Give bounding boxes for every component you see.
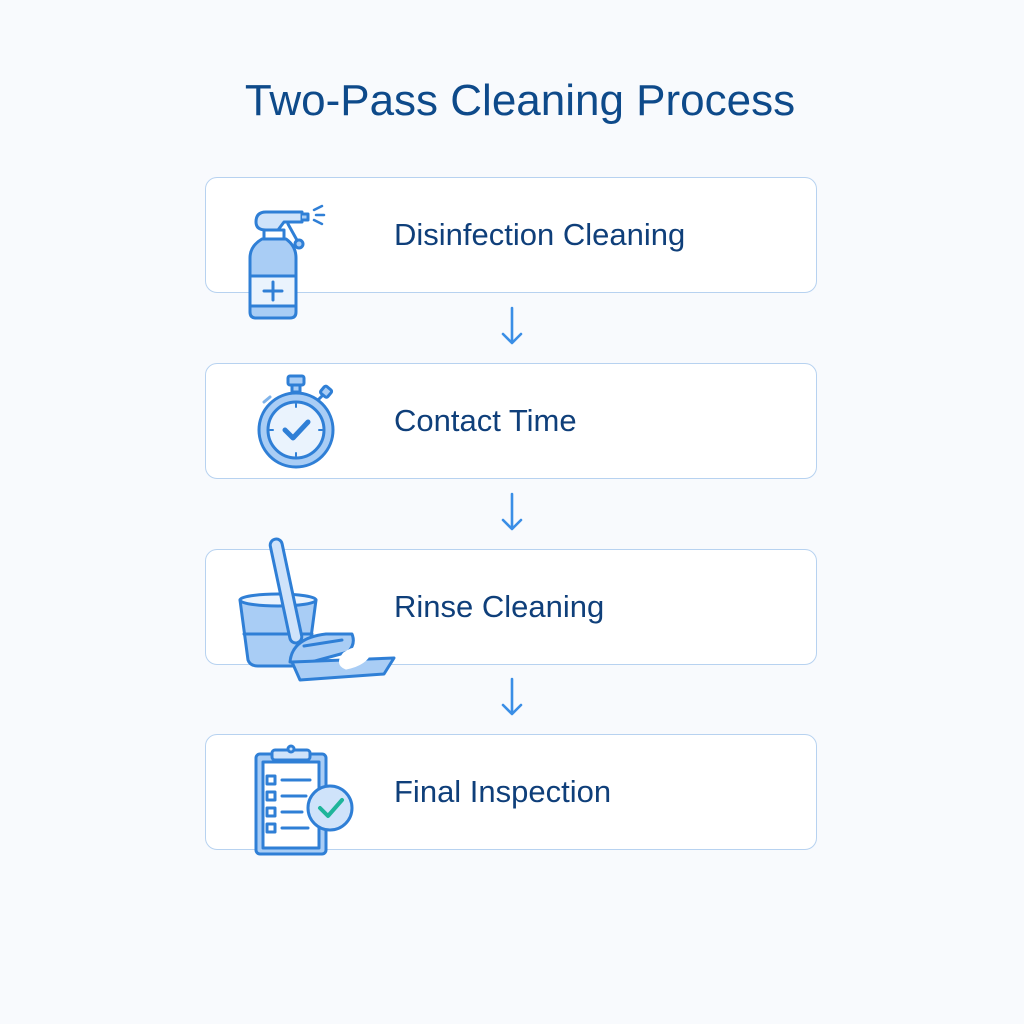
down-arrow-2 xyxy=(497,492,527,532)
step-label: Contact Time xyxy=(394,403,577,438)
stopwatch-check-icon xyxy=(257,374,335,469)
clipboard-check-icon xyxy=(254,744,354,856)
step-disinfection-cleaning: Disinfection Cleaning xyxy=(205,177,817,293)
step-label: Rinse Cleaning xyxy=(394,589,605,624)
down-arrow-3 xyxy=(497,677,527,717)
arrow-down-icon xyxy=(501,492,523,531)
arrow-down-icon xyxy=(501,306,523,345)
step-label: Final Inspection xyxy=(394,774,612,809)
bucket-mop-icon xyxy=(238,537,396,682)
down-arrow-1 xyxy=(497,306,527,346)
spray-bottle-icon xyxy=(248,204,326,320)
arrow-down-icon xyxy=(501,677,523,716)
page-title: Two-Pass Cleaning Process xyxy=(244,76,796,125)
step-label: Disinfection Cleaning xyxy=(394,217,686,252)
